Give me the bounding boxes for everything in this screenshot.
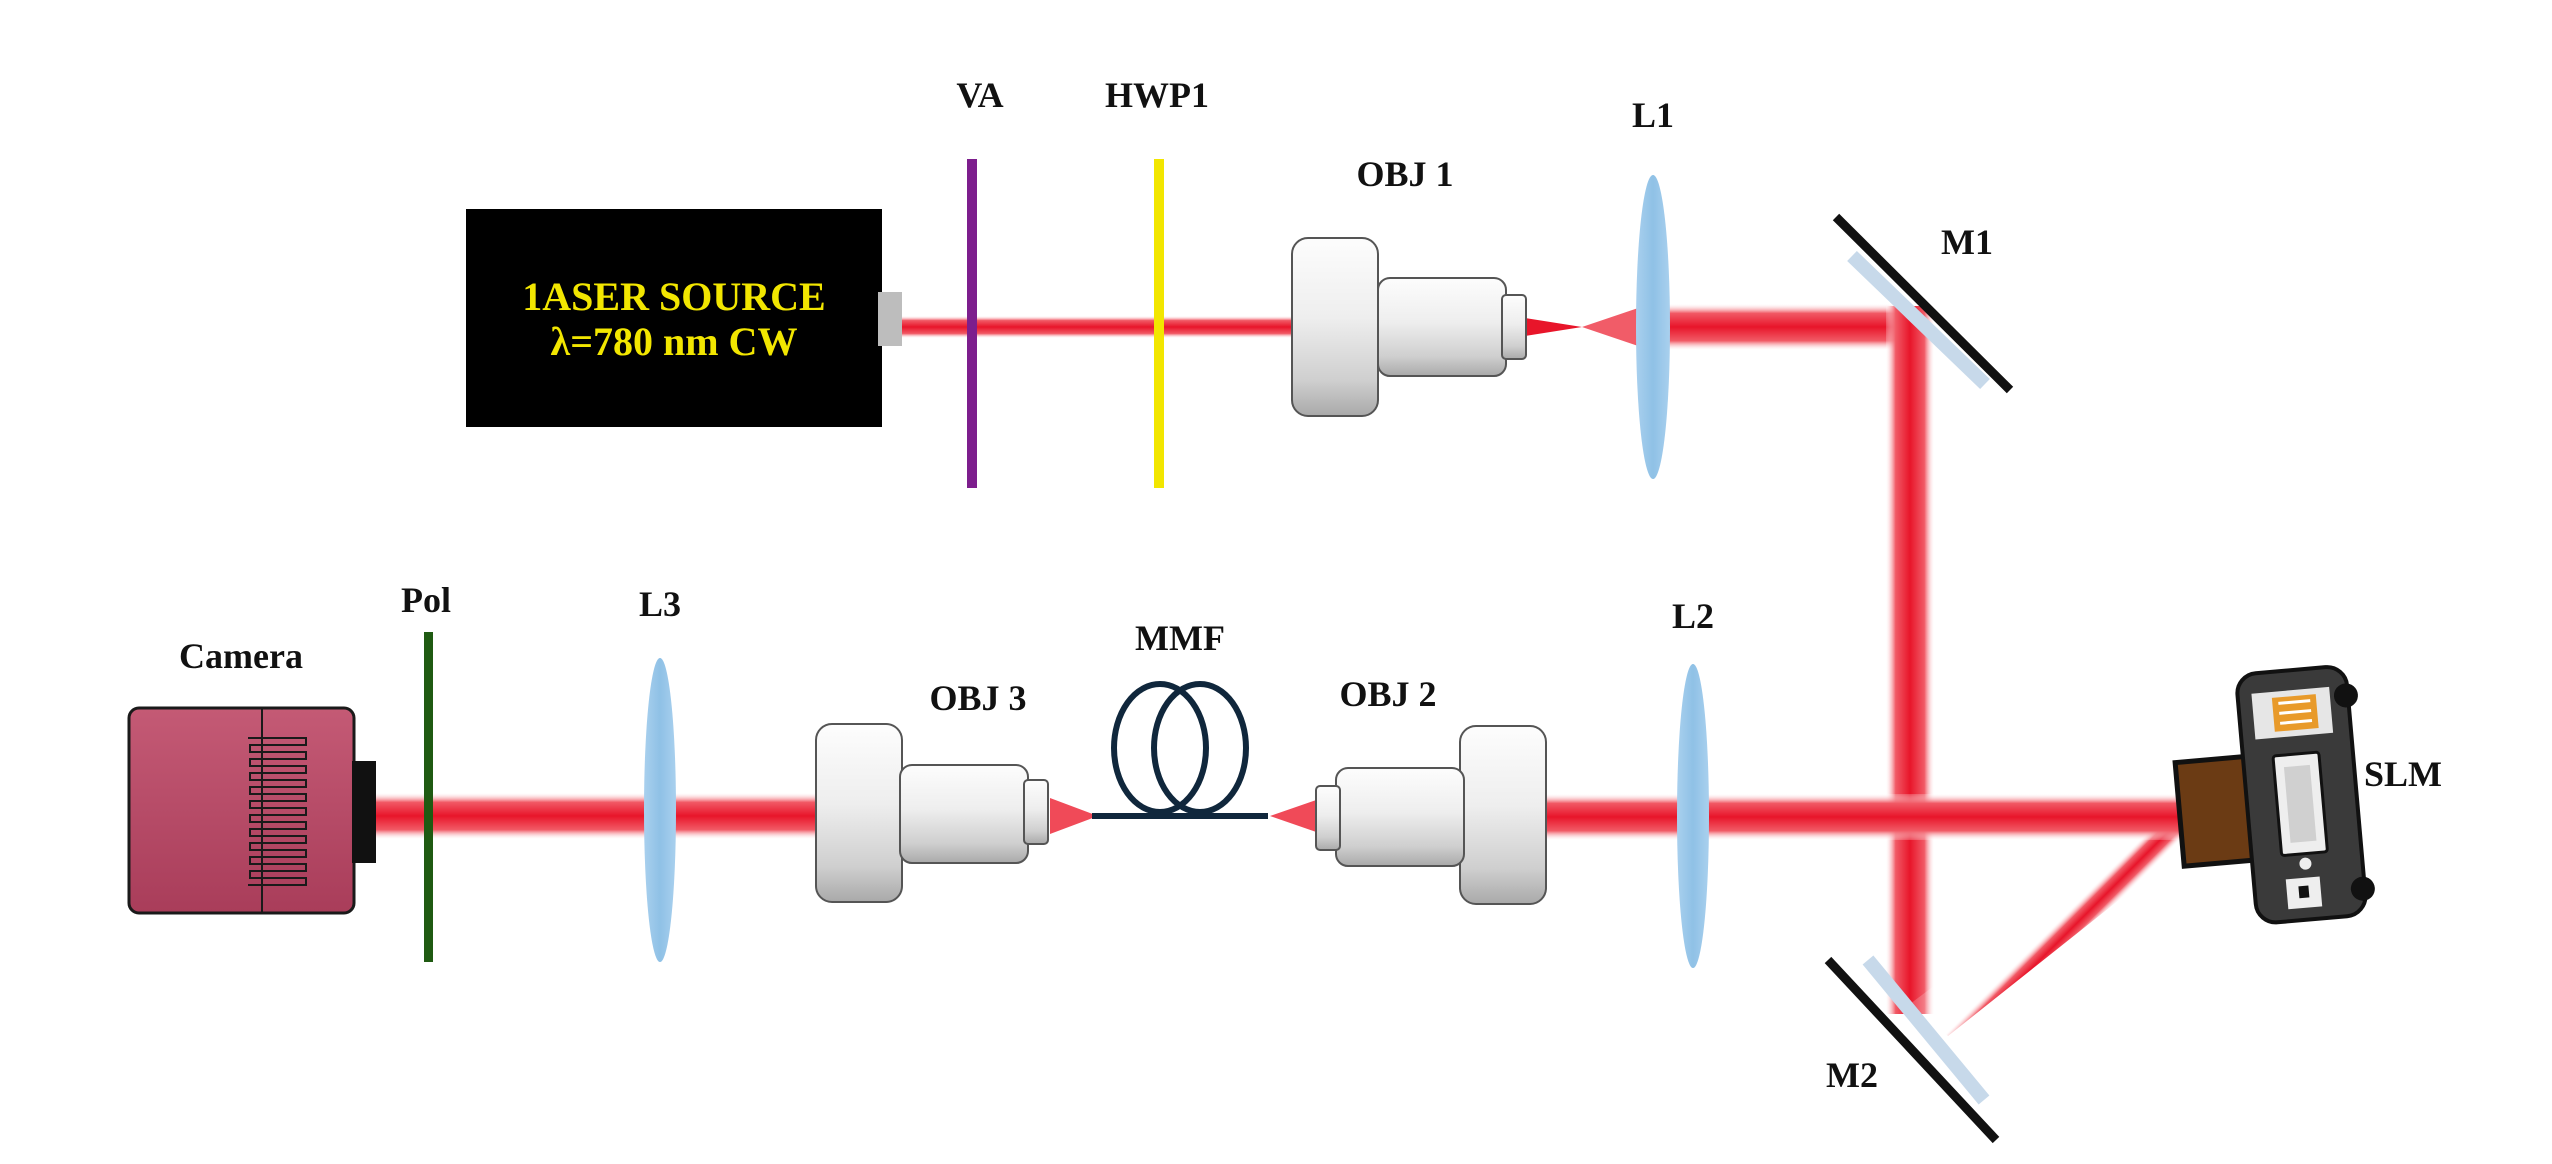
obj1-label: OBJ 1 (1356, 154, 1453, 194)
lens-l3 (644, 658, 676, 962)
beam-slm-to-obj2 (1542, 794, 2192, 840)
beam-expanding-to-l1 (1582, 304, 1650, 350)
hwp1-label: HWP1 (1105, 75, 1209, 115)
beam-obj3-to-camera (372, 793, 834, 839)
m1-label: M1 (1941, 222, 1993, 262)
l3-label: L3 (639, 584, 681, 624)
beam-focus-obj2 (1270, 798, 1322, 834)
camera-body (127, 706, 356, 915)
va-label: VA (956, 75, 1003, 115)
camera-icon (127, 706, 376, 915)
lens-l1 (1636, 175, 1670, 479)
mmf-label: MMF (1135, 618, 1225, 658)
l1-label: L1 (1632, 95, 1674, 135)
beam-m2-to-slm (1910, 794, 2212, 1036)
beam-focus-obj1 (1525, 318, 1582, 336)
m2-label: M2 (1826, 1055, 1878, 1095)
objective-lens-icon (815, 723, 1049, 903)
fiber-coil-icon (1092, 681, 1268, 819)
laser-source: 1ASER SOURCE λ=780 nm CW (466, 209, 902, 427)
camera-heat-fins (248, 737, 307, 886)
half-wave-plate (1154, 159, 1164, 488)
objective-lens-icon (1315, 725, 1547, 905)
laser-source-label: 1ASER SOURCE (522, 274, 825, 319)
beam-l1-to-m1 (1650, 304, 1908, 350)
obj2-label: OBJ 2 (1339, 674, 1436, 714)
laser-output-port (878, 292, 902, 346)
objective-lens-icon (1291, 237, 1527, 417)
laser-source-box (466, 209, 882, 427)
camera-lens-mount (352, 761, 376, 863)
variable-attenuator (967, 159, 977, 488)
slm-device-icon (2172, 665, 2375, 925)
beam-source-to-obj1 (895, 316, 1295, 338)
slm-label: SLM (2364, 754, 2442, 794)
mirror-m2 (1824, 955, 2000, 1144)
mirror-m1 (1832, 213, 2014, 394)
laser-wavelength-label: λ=780 nm CW (551, 319, 798, 364)
lens-l2 (1677, 664, 1709, 968)
camera-label: Camera (179, 636, 303, 676)
obj3-label: OBJ 3 (929, 678, 1026, 718)
beam-focus-obj3 (1050, 798, 1098, 834)
pol-label: Pol (401, 580, 451, 620)
l2-label: L2 (1672, 596, 1714, 636)
beam-m1-to-m2 (1886, 306, 1934, 1014)
polarizer (424, 632, 433, 962)
